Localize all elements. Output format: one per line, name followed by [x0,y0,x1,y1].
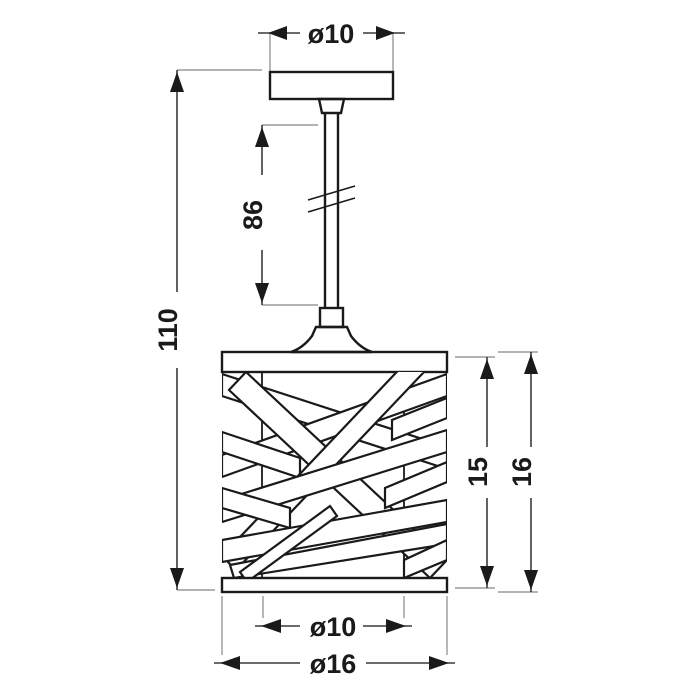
arrow-right-icon [429,656,449,670]
cord-length-dimension: 86 [238,124,318,306]
arrow-left-icon [220,656,240,670]
bell-socket-cover [290,306,373,354]
shade-diameter-inner-label: ø10 [310,612,357,642]
canopy-diameter-label: ø10 [308,19,355,49]
cord-length-label: 86 [238,200,268,230]
shade-diameter-outer-label: ø16 [310,649,357,679]
arrow-down-icon [170,568,184,588]
arrow-up-icon [524,354,538,374]
suspension-cord [307,113,356,308]
ceiling-mount-plate [268,70,395,115]
ribbon-band-10 [228,522,447,578]
shade-bottom-ring [220,576,449,594]
arrow-down-icon [255,283,269,303]
shade-height-outer-label: 16 [507,457,537,487]
arrow-up-icon [255,127,269,147]
cord-break-symbol [307,185,356,213]
shade-height-inner-label: 15 [463,457,493,487]
ribbon-band-7 [383,460,447,510]
arrow-right-icon [386,619,406,633]
total-height-label: 110 [153,308,183,352]
total-height-dimension: 110 [153,69,262,591]
arrow-left-icon [261,619,281,633]
ribbon-band-12 [238,504,339,578]
arrow-down-icon [480,566,494,586]
shade-ribbon-cage [222,372,447,578]
arrow-left-icon [268,26,287,40]
arrow-up-icon [480,359,494,379]
shade-diameter-inner-dimension: ø10 [255,596,412,642]
shade-diameter-outer-dimension: ø16 [214,596,455,679]
arrow-right-icon [376,26,395,40]
ribbon-band-6 [222,428,447,524]
shade-height-outer-dimension: 16 [498,351,538,593]
shade-height-inner-dimension: 15 [455,356,495,589]
ribbon-band-13 [402,538,447,578]
cord-connector [317,97,346,115]
arrow-down-icon [524,570,538,590]
canopy-diameter-dimension: ø10 [258,19,405,72]
ribbon-band-11 [390,396,447,442]
shade-top-ring [220,350,449,374]
arrow-up-icon [170,72,184,92]
